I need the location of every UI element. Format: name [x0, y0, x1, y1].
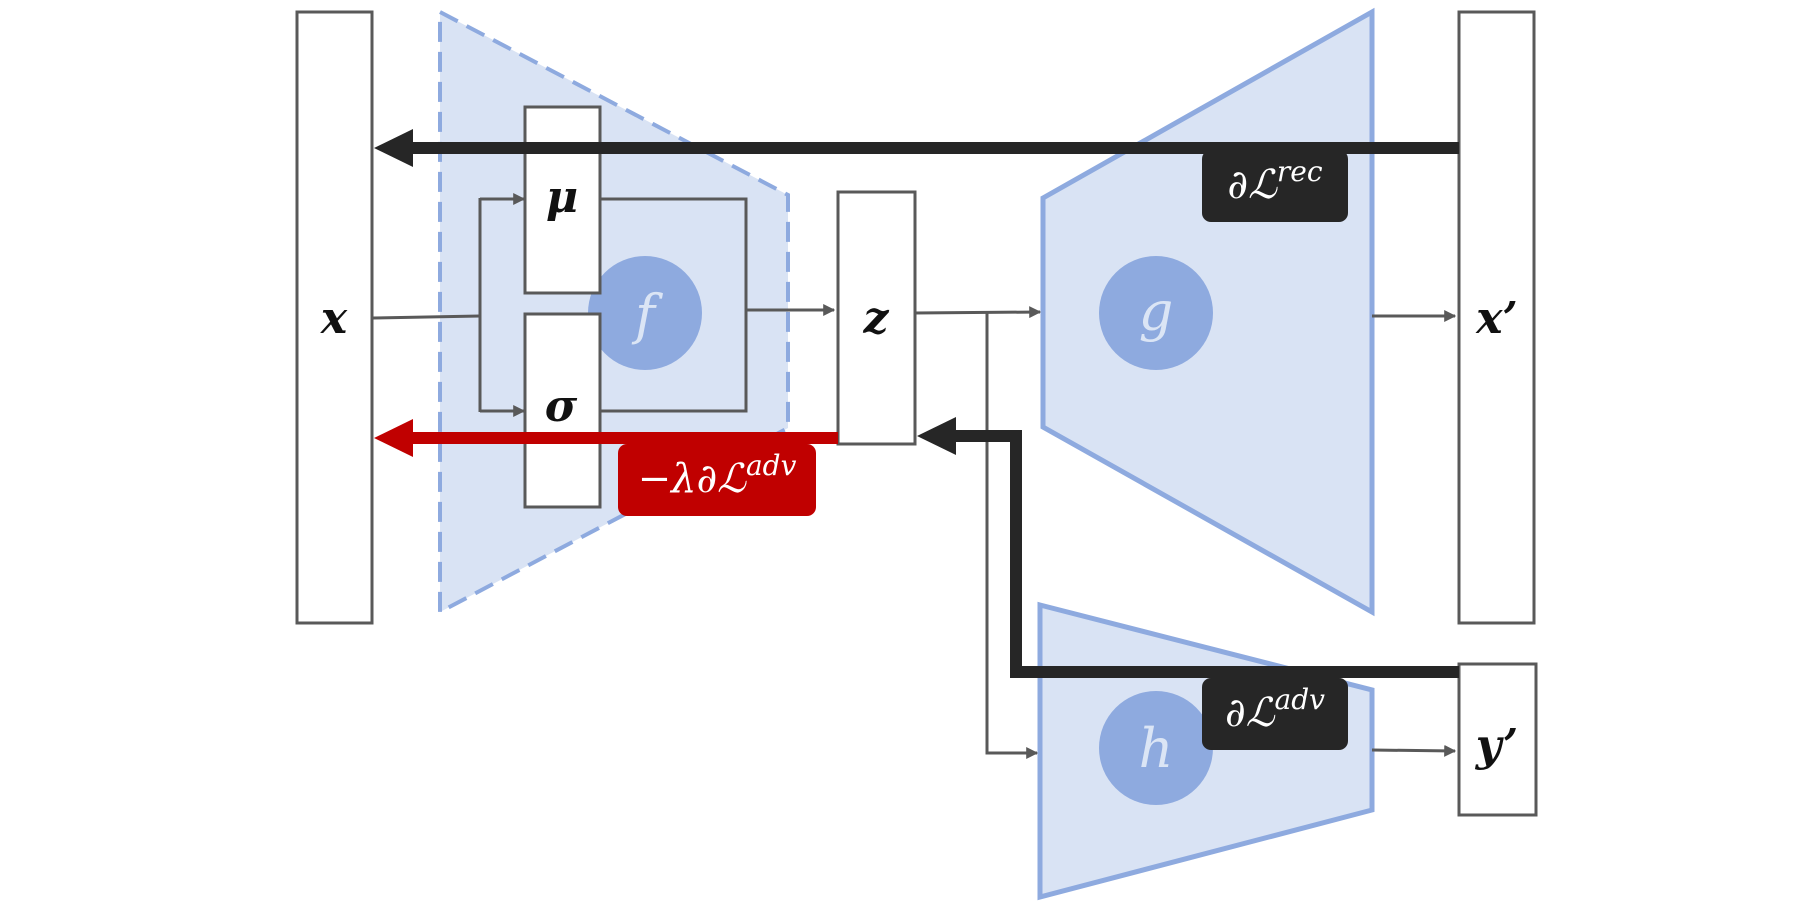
yprime-label: y’: [1475, 720, 1519, 771]
xprime-box: [1457, 10, 1536, 625]
adv-loss-label: ∂ℒadv: [1225, 683, 1325, 736]
adversary-label: h: [1139, 717, 1174, 780]
rec-loss-symbol: ∂ℒ: [1227, 162, 1278, 208]
x-box: [295, 10, 374, 625]
mu-label: μ: [546, 172, 578, 223]
yprime-box: [1457, 662, 1538, 817]
z-to-adversary-arrow: [985, 313, 1039, 759]
neg-adv-loss-badge: [618, 444, 816, 516]
x-label: x: [320, 293, 348, 344]
rec-loss-badge: [1202, 150, 1348, 222]
connectors: [372, 193, 1457, 759]
adversary-to-yprime-arrow: [1371, 744, 1457, 757]
encoder-node: [588, 256, 702, 370]
adv-gradient-line: [948, 430, 1459, 678]
sigma-box: [523, 312, 602, 509]
decoder-label: g: [1139, 280, 1174, 343]
mu-box: [523, 105, 602, 295]
adv-loss-badge: [1202, 678, 1348, 750]
neg-adv-loss-label: −λ∂ℒadv: [638, 449, 797, 502]
rec-loss-superscript: rec: [1277, 155, 1323, 188]
z-box: [836, 190, 917, 446]
neg-adv-loss-superscript: adv: [746, 449, 797, 482]
decoder-node: [1099, 256, 1213, 370]
adv-loss-symbol: ∂ℒ: [1225, 690, 1276, 736]
sigma-label: σ: [545, 381, 578, 432]
rec-loss-label: ∂ℒrec: [1227, 155, 1322, 208]
z-label: z: [863, 293, 890, 344]
x-to-split-line: [372, 314, 481, 320]
z-to-decoder-arrow: [914, 306, 1042, 319]
neg-adv-gradient-arrowhead: [374, 419, 413, 457]
adv-gradient-arrowhead: [917, 417, 956, 455]
xprime-label: x’: [1475, 293, 1518, 344]
mu-sigma-merge-line: [598, 197, 748, 413]
neg-adv-loss-symbol: −λ∂ℒ: [638, 456, 748, 502]
adv-loss-superscript: adv: [1275, 683, 1326, 716]
adversary-node: [1099, 691, 1213, 805]
rec-gradient-arrowhead: [374, 129, 413, 167]
